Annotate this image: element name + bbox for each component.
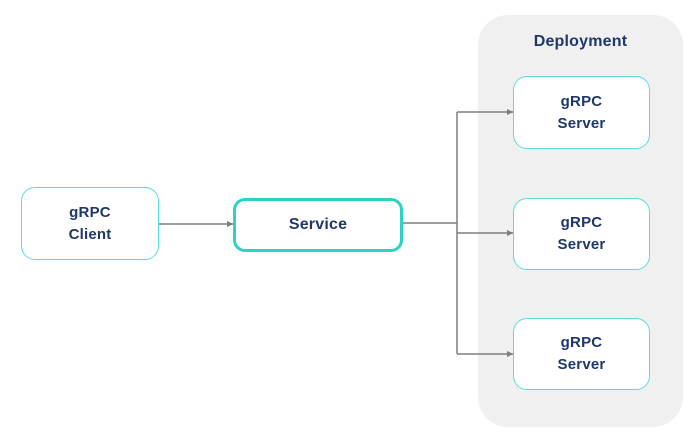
- service-label: Service: [288, 216, 348, 233]
- grpc-server-1-label-line2: Server: [557, 114, 606, 132]
- deployment-title: Deployment: [533, 33, 628, 50]
- grpc-server-node-3: gRPC Server: [513, 318, 650, 390]
- grpc-client-label-line2: Client: [68, 225, 112, 243]
- grpc-server-2-label-line1: gRPC: [560, 214, 603, 231]
- grpc-server-node-1: gRPC Server: [513, 76, 650, 149]
- grpc-server-2-label-line2: Server: [557, 236, 606, 253]
- grpc-client-label-line1: gRPC: [69, 203, 111, 221]
- grpc-server-3-label-line2: Server: [557, 356, 606, 373]
- grpc-client-node: gRPC Client: [21, 187, 159, 260]
- service-node: Service: [233, 198, 403, 252]
- grpc-server-3-label-line1: gRPC: [560, 334, 603, 351]
- grpc-server-node-2: gRPC Server: [513, 198, 650, 270]
- grpc-server-1-label-line1: gRPC: [560, 92, 603, 110]
